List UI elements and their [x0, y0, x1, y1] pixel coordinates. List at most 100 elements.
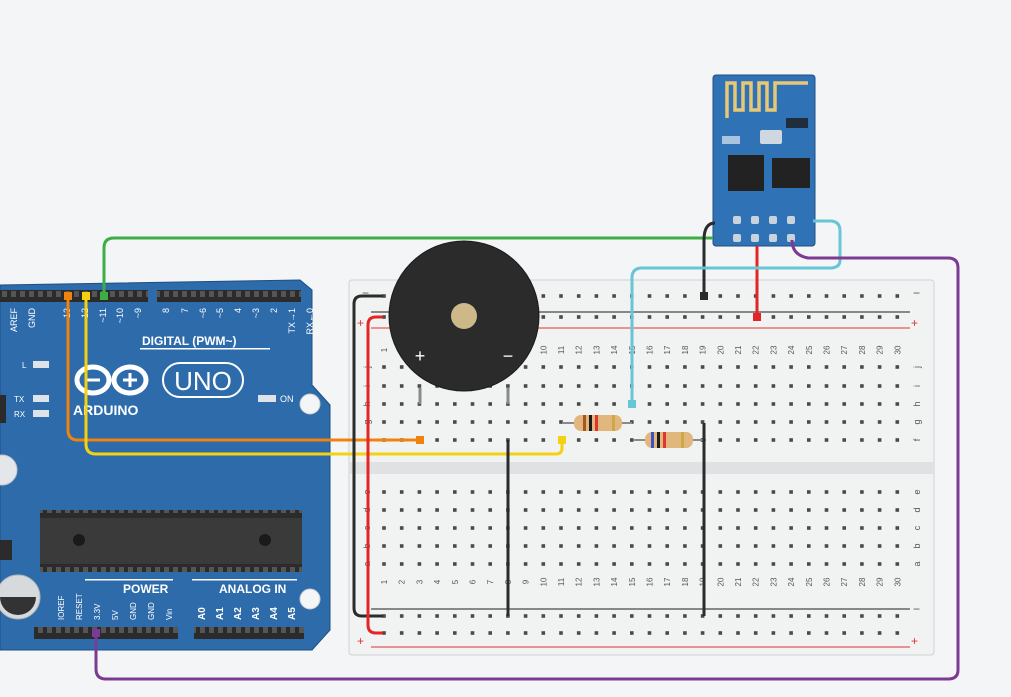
breadboard-hole[interactable] [382, 365, 386, 369]
rail-hole[interactable] [718, 631, 723, 635]
breadboard-hole[interactable] [576, 562, 581, 566]
esp-pin[interactable] [733, 234, 741, 242]
breadboard-hole[interactable] [842, 508, 846, 512]
breadboard-hole[interactable] [807, 438, 811, 442]
breadboard-hole[interactable] [488, 402, 492, 406]
breadboard-hole[interactable] [417, 526, 422, 530]
breadboard-hole[interactable] [824, 420, 829, 424]
breadboard-hole[interactable] [877, 508, 882, 512]
breadboard-hole[interactable] [470, 562, 475, 566]
breadboard-hole[interactable] [665, 490, 669, 494]
breadboard-hole[interactable] [824, 490, 829, 494]
breadboard-hole[interactable] [807, 508, 811, 512]
rail-hole[interactable] [594, 315, 599, 319]
wire-green[interactable] [102, 236, 713, 296]
rail-hole[interactable] [895, 614, 900, 618]
breadboard-hole[interactable] [700, 384, 705, 388]
breadboard-hole[interactable] [877, 490, 882, 494]
breadboard-hole[interactable] [807, 384, 811, 388]
breadboard-hole[interactable] [576, 384, 581, 388]
breadboard-hole[interactable] [736, 420, 740, 424]
breadboard-hole[interactable] [895, 420, 900, 424]
rail-hole[interactable] [895, 294, 900, 298]
breadboard-hole[interactable] [771, 384, 776, 388]
breadboard-hole[interactable] [594, 365, 599, 369]
breadboard-hole[interactable] [736, 526, 740, 530]
breadboard-hole[interactable] [594, 544, 599, 548]
breadboard-hole[interactable] [842, 544, 846, 548]
breadboard-hole[interactable] [824, 544, 829, 548]
rail-hole[interactable] [807, 315, 811, 319]
breadboard-hole[interactable] [612, 526, 616, 530]
breadboard-hole[interactable] [753, 508, 758, 512]
breadboard-hole[interactable] [877, 402, 882, 406]
wire-black-gnd-rail[interactable] [352, 294, 383, 618]
rail-hole[interactable] [718, 315, 723, 319]
breadboard-hole[interactable] [789, 438, 793, 442]
breadboard-hole[interactable] [736, 508, 740, 512]
rail-hole[interactable] [647, 294, 652, 298]
rail-hole[interactable] [753, 631, 758, 635]
breadboard-hole[interactable] [789, 402, 793, 406]
rail-hole[interactable] [399, 631, 404, 635]
breadboard-hole[interactable] [789, 490, 793, 494]
breadboard-hole[interactable] [665, 384, 669, 388]
breadboard-hole[interactable] [630, 438, 634, 442]
breadboard-hole[interactable] [399, 490, 404, 494]
breadboard-hole[interactable] [523, 365, 528, 369]
breadboard-hole[interactable] [541, 365, 546, 369]
breadboard-hole[interactable] [630, 490, 634, 494]
breadboard-hole[interactable] [842, 490, 846, 494]
breadboard-hole[interactable] [718, 562, 723, 566]
breadboard-hole[interactable] [753, 365, 758, 369]
breadboard-hole[interactable] [807, 365, 811, 369]
breadboard-hole[interactable] [612, 365, 616, 369]
rail-hole[interactable] [630, 614, 634, 618]
breadboard-hole[interactable] [842, 526, 846, 530]
breadboard-hole[interactable] [382, 544, 386, 548]
breadboard-hole[interactable] [612, 490, 616, 494]
breadboard-hole[interactable] [771, 562, 776, 566]
breadboard-hole[interactable] [807, 490, 811, 494]
rail-hole[interactable] [753, 614, 758, 618]
rail-hole[interactable] [877, 631, 882, 635]
breadboard-hole[interactable] [895, 544, 900, 548]
rail-hole[interactable] [824, 294, 829, 298]
breadboard-hole[interactable] [559, 384, 563, 388]
rail-hole[interactable] [417, 631, 422, 635]
breadboard-hole[interactable] [630, 562, 634, 566]
breadboard-hole[interactable] [612, 544, 616, 548]
breadboard-hole[interactable] [807, 562, 811, 566]
breadboard-hole[interactable] [382, 508, 386, 512]
rail-hole[interactable] [736, 315, 740, 319]
breadboard-hole[interactable] [700, 402, 705, 406]
rail-hole[interactable] [789, 315, 793, 319]
rail-hole[interactable] [612, 315, 616, 319]
breadboard-hole[interactable] [399, 544, 404, 548]
breadboard-hole[interactable] [842, 384, 846, 388]
esp-pin[interactable] [751, 234, 759, 242]
rail-hole[interactable] [435, 614, 439, 618]
esp-pin[interactable] [751, 216, 759, 224]
rail-hole[interactable] [523, 631, 528, 635]
breadboard-hole[interactable] [453, 402, 457, 406]
breadboard-hole[interactable] [877, 420, 882, 424]
breadboard-hole[interactable] [665, 420, 669, 424]
breadboard-hole[interactable] [860, 420, 864, 424]
breadboard-hole[interactable] [824, 562, 829, 566]
breadboard-hole[interactable] [541, 438, 546, 442]
breadboard-hole[interactable] [630, 508, 634, 512]
breadboard-hole[interactable] [842, 438, 846, 442]
breadboard-hole[interactable] [771, 490, 776, 494]
breadboard-hole[interactable] [789, 420, 793, 424]
power-header[interactable] [34, 627, 178, 639]
breadboard-hole[interactable] [470, 544, 475, 548]
breadboard-hole[interactable] [399, 562, 404, 566]
reset-button[interactable] [0, 454, 18, 486]
breadboard-hole[interactable] [718, 420, 723, 424]
rail-hole[interactable] [576, 614, 581, 618]
rail-hole[interactable] [895, 315, 900, 319]
rail-hole[interactable] [789, 631, 793, 635]
breadboard-hole[interactable] [576, 544, 581, 548]
breadboard-hole[interactable] [700, 420, 705, 424]
